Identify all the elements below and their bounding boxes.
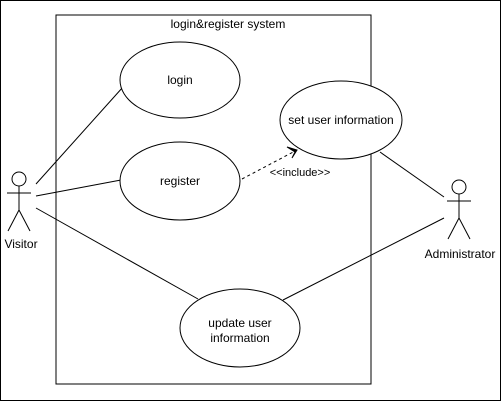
use-case-update-user-information[interactable]: [179, 288, 301, 368]
use-case-set-user-information[interactable]: [279, 80, 403, 160]
actor-administrator-head: [451, 179, 467, 195]
actor-visitor-right-leg: [18, 209, 31, 232]
association-admin-set-info[interactable]: [379, 151, 445, 198]
system-title: login&register system: [171, 17, 286, 31]
actor-administrator-label: Administrator: [425, 247, 496, 261]
association-visitor-update[interactable]: [35, 207, 199, 300]
use-case-login-label: login: [167, 73, 192, 87]
include-arrowhead: [286, 146, 298, 159]
actor-administrator[interactable]: [447, 179, 471, 240]
association-visitor-login[interactable]: [35, 86, 124, 185]
association-visitor-register[interactable]: [35, 179, 122, 197]
actor-administrator-right-leg: [458, 217, 471, 240]
use-case-update-user-information-label-line1: update user: [208, 316, 271, 330]
actor-visitor-label: Visitor: [4, 237, 37, 251]
actor-visitor[interactable]: [7, 171, 31, 232]
actor-visitor-left-leg: [7, 209, 20, 232]
use-case-register-label: register: [160, 174, 200, 188]
use-case-update-user-information-label-line2: information: [210, 331, 269, 345]
actor-visitor-head: [11, 171, 27, 187]
use-case-login[interactable]: [119, 41, 241, 119]
use-case-set-user-information-label: set user information: [288, 113, 393, 127]
include-label: <<include>>: [270, 167, 331, 179]
use-case-register[interactable]: [119, 141, 241, 221]
include-dependency-line[interactable]: [241, 149, 298, 180]
actor-administrator-left-leg: [447, 217, 460, 240]
association-admin-update[interactable]: [282, 217, 445, 301]
